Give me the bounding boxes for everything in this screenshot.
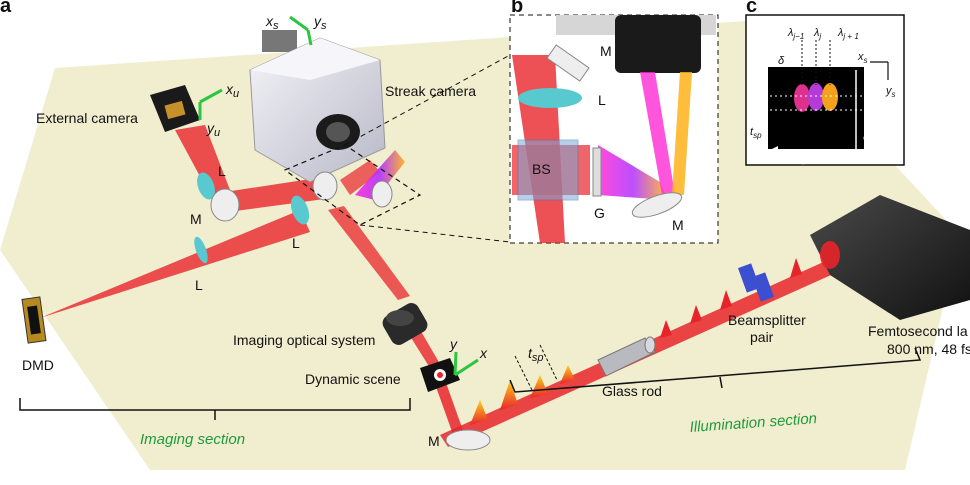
optical-table (0, 20, 960, 470)
axis-label-yu: yu (206, 120, 220, 139)
dispersed-beam (355, 150, 405, 200)
tsp-marker (514, 344, 558, 391)
inset-c (745, 14, 905, 166)
label-beamsplitter-pair-1: Beamsplitter (728, 312, 806, 328)
inset-b (509, 14, 719, 244)
zoom-connector-2 (359, 224, 511, 243)
dynamic-scene (420, 358, 460, 392)
label-b-mirror-top: M (600, 43, 612, 59)
label-beamsplitter-pair-2: pair (750, 329, 774, 345)
label-b-beamsplitter: BS (532, 161, 551, 177)
inset-c-lambda-prev: λj−1 (787, 27, 804, 41)
label-mirror-bottom: M (428, 433, 440, 449)
illumination-bracket (509, 347, 922, 393)
label-lens-2: L (292, 235, 300, 251)
axis-label-xs: xs (265, 13, 279, 32)
mirror-bottom (445, 429, 491, 451)
dmd (21, 296, 47, 344)
inset-c-delta: δ (778, 55, 785, 67)
label-dmd: DMD (22, 357, 54, 373)
label-mirror-1: M (190, 211, 202, 227)
axis-label-ys: ys (313, 13, 327, 32)
label-b-mirror-bottom: M (672, 217, 684, 233)
panel-label-a: a (0, 0, 12, 17)
panel-label-c: c (746, 0, 757, 17)
axis-label-tsp: tsp (528, 345, 544, 364)
label-streak-camera: Streak camera (385, 83, 476, 99)
inset-c-xs: xs (857, 51, 868, 65)
axis-scene (453, 351, 479, 377)
pulse-train (470, 258, 802, 425)
femtosecond-laser (810, 195, 970, 320)
axis-label-x: x (479, 345, 488, 361)
axis-streak (289, 15, 313, 46)
label-glass-rod: Glass rod (602, 383, 662, 399)
inset-c-lambda-next: λj + 1 (837, 27, 859, 41)
axis-label-y: y (449, 336, 458, 352)
streak-camera (249, 30, 386, 183)
inset-c-tsp: tsp (750, 126, 762, 140)
zoom-connector-1 (344, 54, 511, 146)
label-lens-3: L (195, 277, 203, 293)
panel-label-b: b (511, 0, 523, 17)
label-external-camera: External camera (36, 110, 138, 126)
label-lens-1: L (218, 163, 226, 179)
inset-c-lambda-cur: λj (813, 27, 821, 41)
label-b-grating: G (594, 205, 605, 221)
external-camera (150, 85, 200, 132)
imaging-bracket (19, 398, 411, 420)
label-dynamic-scene: Dynamic scene (305, 371, 401, 387)
label-imaging-section: Imaging section (140, 431, 245, 448)
imaging-optical-system (382, 303, 428, 345)
axis-label-xu: xu (225, 81, 239, 100)
mirrors-upper (210, 171, 393, 222)
label-b-lens: L (598, 92, 606, 108)
speckle-images (794, 83, 838, 112)
axis-external (198, 88, 223, 120)
glass-rod (597, 336, 656, 377)
inset-c-time-shearing: Time shearing (863, 72, 875, 141)
beamsplitter-pair (737, 263, 775, 302)
zoom-region (283, 144, 422, 226)
inset-c-dispersion: Dispersion (786, 153, 838, 165)
inset-c-ys: ys (885, 85, 896, 99)
lenses (194, 172, 310, 264)
label-imaging-optical-system: Imaging optical system (233, 332, 375, 348)
label-femtosecond-1: Femtosecond la (868, 323, 968, 339)
label-femtosecond-2: 800 nm, 48 fs (887, 341, 970, 357)
